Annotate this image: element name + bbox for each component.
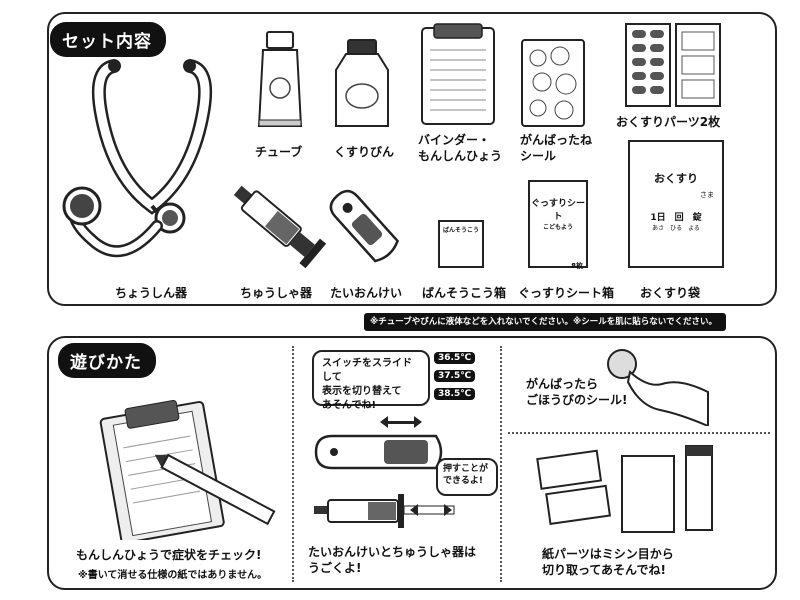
contents-section-title: セット内容 xyxy=(50,22,166,57)
howto-section-title: 遊びかた xyxy=(58,343,156,378)
bandage-box-label: ばんそうこう箱 xyxy=(422,286,507,300)
paper-parts-illustration xyxy=(536,445,713,533)
medicine-bottle-label: くすりびん xyxy=(334,145,395,159)
binder-label: バインダー・ もんしんひょう xyxy=(418,133,503,163)
sleep-box-count: 8枚 xyxy=(571,262,583,270)
medicine-parts-label: おくすりパーツ2枚 xyxy=(616,115,721,129)
sticker-sheet-illustration xyxy=(521,39,585,127)
binder-pen-illustration xyxy=(99,399,276,540)
syringe-push-illustration xyxy=(314,494,455,528)
sleep-sheet-box-illustration: ぐっすりシート こどもよう 8枚 xyxy=(528,180,588,270)
syringe-illustration xyxy=(233,185,327,269)
step1-note: ※書いて消せる仕様の紙ではありません。 xyxy=(78,570,268,581)
switch-speech-bubble: スイッチをスライドして 表示を切り替えて あそんでね! xyxy=(312,350,430,411)
divider-3 xyxy=(508,432,770,434)
hand-sticker-illustration xyxy=(607,349,709,426)
stethoscope-illustration xyxy=(62,59,213,258)
bandage-box-title: ばんそうこう xyxy=(442,227,479,234)
tube-label: チューブ xyxy=(255,145,303,159)
medicine-bag-title: おくすり xyxy=(654,172,698,185)
medicine-bag-times: あさ ひる よる xyxy=(652,225,700,232)
medicine-bottle-illustration xyxy=(335,39,389,127)
bandage-box-illustration: ばんそうこう xyxy=(438,220,484,268)
push-speech-bubble: 押すことが できるよ! xyxy=(436,458,498,496)
step3-caption: がんばったら ごほうびのシール! xyxy=(526,377,628,407)
sleep-box-sub: こどもよう xyxy=(542,224,573,231)
stethoscope-label: ちょうしん器 xyxy=(115,286,188,300)
step1-caption: もんしんひょうで症状をチェック! xyxy=(76,548,262,562)
thermometer-illustration xyxy=(329,189,399,263)
medicine-bag-illustration: おくすり さま 1日 回 錠 あさ ひる よる xyxy=(628,140,724,268)
temp-badge-2: 37.5℃ xyxy=(434,370,476,382)
medicine-bag-label: おくすり袋 xyxy=(640,286,701,300)
divider-1 xyxy=(292,346,294,582)
thermometer-slide-illustration xyxy=(314,416,443,470)
sticker-label: がんばったね シール xyxy=(520,133,593,163)
tube-illustration xyxy=(257,31,303,127)
step2-caption: たいおんけいとちゅうしゃ器は うごくよ! xyxy=(308,545,477,575)
sleep-sheet-box-label: ぐっすりシート箱 xyxy=(518,286,615,300)
medicine-parts-illustration xyxy=(625,23,721,107)
syringe-label: ちゅうしゃ器 xyxy=(240,286,313,300)
medicine-bag-dose: 1日 回 錠 xyxy=(650,213,702,223)
thermometer-label: たいおんけい xyxy=(330,286,403,300)
sleep-box-title: ぐっすりシート xyxy=(530,199,585,222)
divider-2 xyxy=(500,346,502,582)
medicine-bag-sama: さま xyxy=(700,191,714,199)
temp-badge-3: 38.5℃ xyxy=(434,388,476,400)
step4-caption: 紙パーツはミシン目から 切り取ってあそんでね! xyxy=(542,547,674,577)
temp-badge-1: 36.5℃ xyxy=(434,352,476,364)
notice-bar: ※チューブやびんに液体などを入れないでください。※シールを肌に貼らないでください… xyxy=(364,313,726,331)
binder-illustration xyxy=(421,23,495,125)
